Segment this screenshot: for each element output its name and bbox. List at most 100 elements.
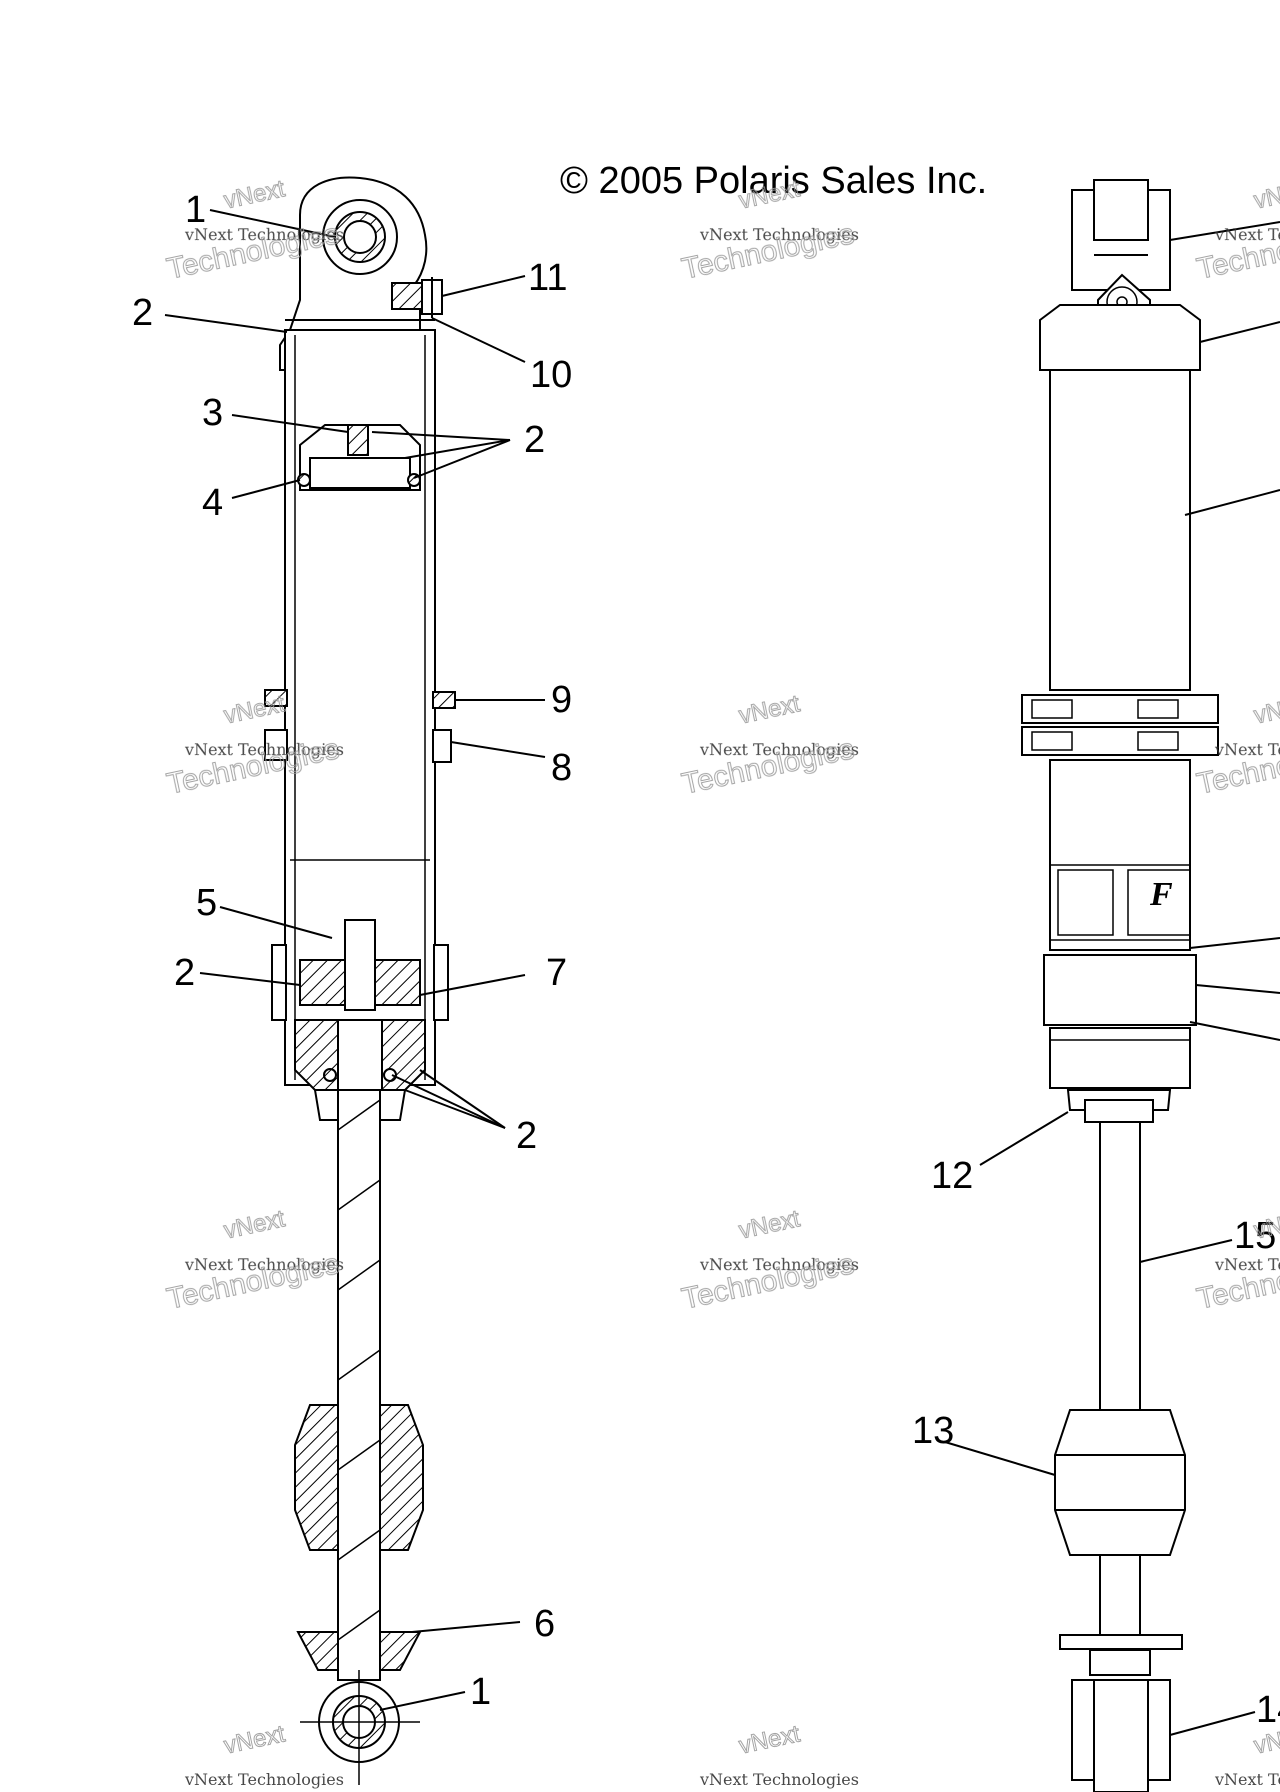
piston-seal-area <box>309 457 411 489</box>
preload-ring-2 <box>1021 726 1219 756</box>
leader-2-piston-a <box>371 431 511 441</box>
leader-15 <box>1139 1239 1233 1263</box>
leader-8 <box>450 741 546 758</box>
left-shock-cutaway <box>264 176 456 1785</box>
svg-text:vNext Technologies: vNext Technologies <box>699 740 859 759</box>
leader-1-bottom <box>379 1691 466 1711</box>
bump-stop-left <box>294 1404 339 1551</box>
shaft-hatch-4 <box>337 1349 381 1381</box>
svg-text:vNext: vNext <box>1252 690 1280 729</box>
leader-2-piston-c <box>413 439 511 479</box>
callout-7: 7 <box>546 952 567 994</box>
ring-slot-1a <box>1031 699 1073 719</box>
shaft <box>337 1089 381 1681</box>
watermark-8: vNext vNext Technologies Technologies <box>678 1205 859 1317</box>
leader-14 <box>1169 1711 1256 1736</box>
svg-text:vNext Technologies: vNext Technologies <box>1214 1255 1280 1274</box>
fitting-left-bottom <box>264 729 288 761</box>
right-shaft <box>1099 1121 1141 1411</box>
leader-6 <box>411 1621 521 1633</box>
leader-11 <box>441 275 526 297</box>
label-text-box <box>1127 869 1191 936</box>
callout-2-piston: 2 <box>524 419 545 461</box>
leader-13 <box>944 1441 1056 1476</box>
svg-text:vNext: vNext <box>1252 175 1280 214</box>
label-logo-box <box>1057 869 1114 936</box>
bottom-clevis-inner <box>1093 1679 1149 1792</box>
watermark-9: vNext vNext Technologies Technologies <box>1193 1205 1280 1317</box>
preload-ring-1 <box>1021 694 1219 724</box>
shaft-hatch-6 <box>337 1529 381 1561</box>
piston-bolt <box>347 424 369 456</box>
svg-text:vNext: vNext <box>222 1720 288 1759</box>
bump-stop-right <box>379 1404 424 1551</box>
leader-right-edge-3 <box>1184 489 1280 516</box>
leader-4 <box>231 479 301 499</box>
svg-text:vNext Technologies: vNext Technologies <box>184 1255 344 1274</box>
right-shock-exterior: F <box>1021 179 1219 1792</box>
ring-slot-2a <box>1031 731 1073 751</box>
valve-core <box>391 282 423 310</box>
fitting-right-8 <box>432 729 452 763</box>
leader-2-bottom-right-a <box>391 1074 506 1129</box>
svg-text:vNext Technologies: vNext Technologies <box>184 1770 344 1789</box>
callout-6: 6 <box>534 1603 555 1645</box>
svg-text:vNext: vNext <box>737 1720 803 1759</box>
svg-text:vNext Technologies: vNext Technologies <box>699 1255 859 1274</box>
watermark-3: vNext vNext Technologies Technologies <box>1193 175 1280 287</box>
callout-13: 13 <box>912 1410 954 1452</box>
leader-7 <box>419 974 526 996</box>
bottom-stem <box>1089 1649 1151 1676</box>
seal-head-bore <box>337 1019 383 1091</box>
callout-9: 9 <box>551 679 572 721</box>
top-eye-bore <box>343 220 377 254</box>
leader-right-edge-6 <box>1189 1021 1280 1041</box>
callout-11: 11 <box>528 257 567 299</box>
svg-text:vNext: vNext <box>222 690 288 729</box>
callout-4: 4 <box>202 482 223 524</box>
fitting-right-9 <box>432 691 456 709</box>
shaft-hatch-2 <box>337 1179 381 1211</box>
bottom-cup-right <box>379 1631 422 1671</box>
fitting-left-top <box>264 689 288 707</box>
shaft-hatch-7 <box>337 1609 381 1641</box>
leader-right-edge-2 <box>1199 321 1280 343</box>
callout-10: 10 <box>530 354 572 396</box>
watermark-7: vNext vNext Technologies Technologies <box>163 1205 344 1317</box>
svg-text:vNext: vNext <box>222 175 288 214</box>
svg-text:vNext: vNext <box>1252 1205 1280 1244</box>
wiper-right <box>383 1068 397 1082</box>
shaft-hatch-1 <box>337 1099 381 1131</box>
leader-3 <box>231 414 349 433</box>
leader-2-piston-b <box>404 439 511 459</box>
watermark-5: vNext vNext Technologies Technologies <box>678 690 859 802</box>
shim-stack-right <box>374 959 421 1006</box>
leader-right-edge-4 <box>1189 937 1280 949</box>
callout-3: 3 <box>202 392 223 434</box>
svg-text:vNext Technologies: vNext Technologies <box>699 1770 859 1789</box>
callout-14: 14 <box>1256 1689 1280 1731</box>
leader-lines <box>164 209 1280 1736</box>
bottom-washer <box>1059 1634 1183 1650</box>
shaft-hatch-5 <box>337 1439 381 1471</box>
svg-text:vNext: vNext <box>737 690 803 729</box>
svg-text:vNext Technologies: vNext Technologies <box>1214 225 1280 244</box>
svg-text:vNext Technologies: vNext Technologies <box>699 225 859 244</box>
leader-2-bottom-right-b <box>404 1089 506 1129</box>
callout-15: 15 <box>1234 1215 1276 1257</box>
ring-slot-1b <box>1137 699 1179 719</box>
body-lower <box>1049 759 1191 951</box>
svg-text:vNext Technologies: vNext Technologies <box>184 740 344 759</box>
leader-2-top <box>164 314 288 333</box>
callout-12: 12 <box>931 1155 973 1197</box>
label-fragment: F <box>1149 876 1173 913</box>
leader-5 <box>219 906 333 939</box>
callout-2-top: 2 <box>132 292 153 334</box>
reservoir-band <box>1043 954 1197 1026</box>
svg-text:vNext Technologies: vNext Technologies <box>1214 740 1280 759</box>
seal-housing <box>1049 1027 1191 1089</box>
top-clevis-inner <box>1093 179 1149 241</box>
ring-slot-2b <box>1137 731 1179 751</box>
